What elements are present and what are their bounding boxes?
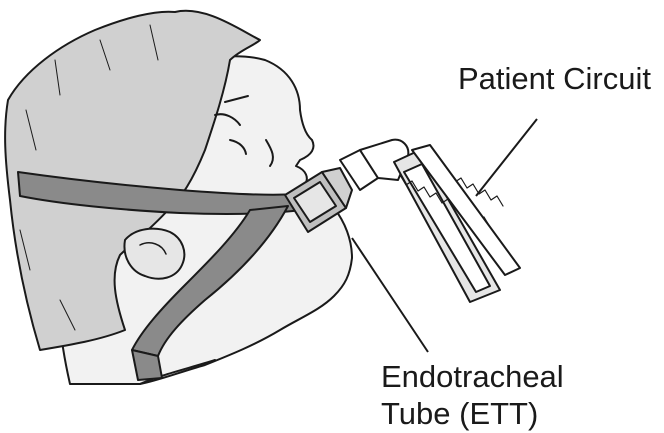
ett-label-line2: Tube (ETT) (381, 395, 538, 433)
ett-label-line1: Endotracheal (381, 358, 564, 396)
ett-leader (352, 238, 428, 352)
patient-circuit-leader (476, 119, 537, 196)
patient-circuit-label: Patient Circuit (458, 60, 651, 98)
